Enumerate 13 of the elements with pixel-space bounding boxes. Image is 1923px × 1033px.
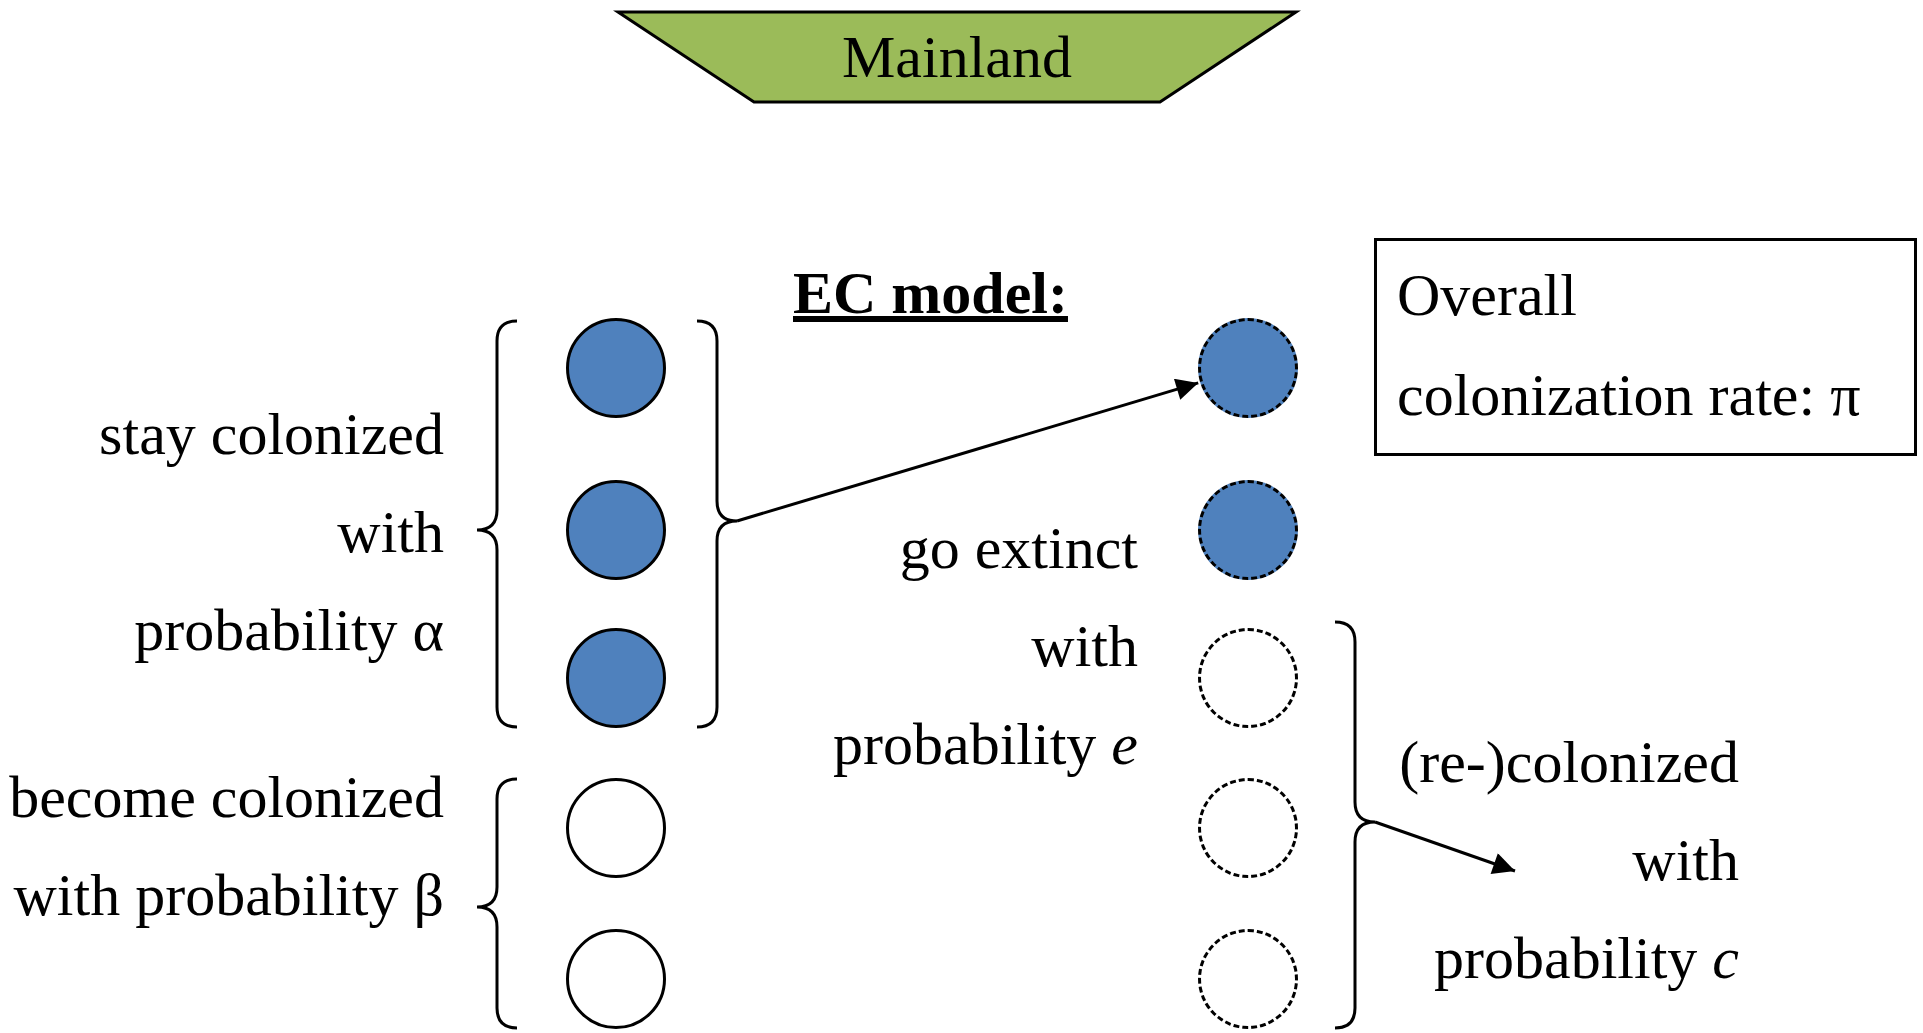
arrow — [736, 378, 1199, 523]
annotation-text: become colonized with probability β — [0, 748, 444, 944]
curly-brace — [475, 319, 518, 729]
curly-brace — [696, 319, 739, 729]
annotation-text: (re-)colonized with probability c — [1389, 713, 1739, 1007]
annotation-text: stay colonized with probability α — [89, 385, 444, 679]
arrow — [1374, 820, 1516, 875]
trapezoid-banner: Mainland — [616, 10, 1298, 104]
heading-text: EC model: — [793, 259, 1068, 328]
annotation-text: go extinct with probability e — [828, 499, 1138, 793]
curly-brace — [475, 777, 518, 1030]
info-box: Overall colonization rate: π — [1374, 238, 1917, 456]
curly-brace — [1334, 620, 1377, 1030]
